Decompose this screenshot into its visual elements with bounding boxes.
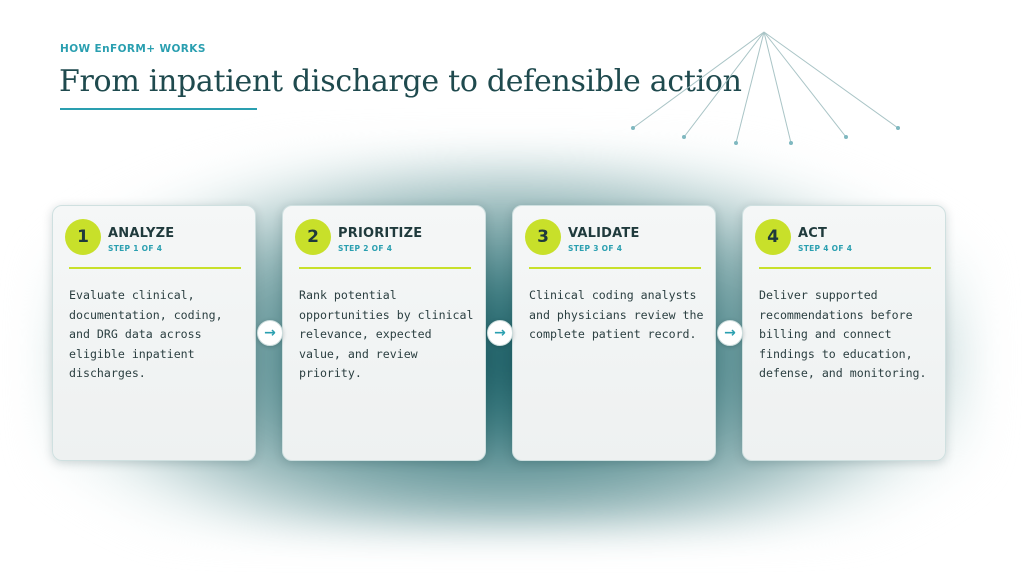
step-description: Deliver supported recommendations before… — [759, 288, 927, 380]
step-title: PRIORITIZE — [338, 226, 423, 241]
step-card-analyze: 1 ANALYZE STEP 1 OF 4 Evaluate clinical,… — [52, 205, 256, 461]
step-title: VALIDATE — [568, 226, 640, 241]
card-divider — [529, 267, 701, 269]
card-divider — [759, 267, 931, 269]
step-title: ANALYZE — [108, 226, 175, 241]
arrow-right-icon: → — [717, 320, 743, 346]
decorative-rays — [631, 31, 900, 145]
arrow-right-icon: → — [487, 320, 513, 346]
step-subtitle: STEP 4 OF 4 — [798, 244, 853, 253]
title-underline — [60, 108, 257, 110]
step-title: ACT — [798, 226, 828, 241]
step-description: Rank potential opportunities by clinical… — [299, 288, 474, 380]
step-number-badge: 4 — [755, 219, 791, 255]
step-number-badge: 2 — [295, 219, 331, 255]
card-divider — [299, 267, 471, 269]
card-divider — [69, 267, 241, 269]
step-description: Evaluate clinical, documentation, coding… — [69, 288, 223, 380]
step-number-badge: 3 — [525, 219, 561, 255]
step-card-act: 4 ACT STEP 4 OF 4 Deliver supported reco… — [742, 205, 946, 461]
step-number-badge: 1 — [65, 219, 101, 255]
step-subtitle: STEP 2 OF 4 — [338, 244, 393, 253]
step-card-prioritize: 2 PRIORITIZE STEP 2 OF 4 Rank potential … — [282, 205, 486, 461]
step-description: Clinical coding analysts and physicians … — [529, 288, 704, 341]
step-subtitle: STEP 1 OF 4 — [108, 244, 163, 253]
page-title: From inpatient discharge to defensible a… — [59, 64, 742, 99]
arrow-right-icon: → — [257, 320, 283, 346]
step-subtitle: STEP 3 OF 4 — [568, 244, 623, 253]
eyebrow-label: HOW EnFORM+ WORKS — [60, 43, 206, 55]
step-card-validate: 3 VALIDATE STEP 3 OF 4 Clinical coding a… — [512, 205, 716, 461]
